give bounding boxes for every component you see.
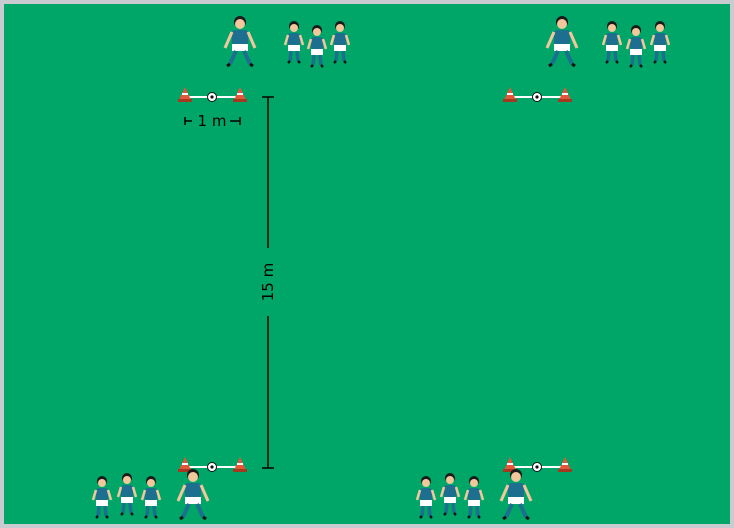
player: [603, 21, 621, 63]
measure-length-label: 15 m: [259, 263, 277, 301]
station-bottom-left: [93, 457, 247, 519]
player: [118, 473, 136, 515]
cone-icon: [558, 87, 572, 102]
player-receiver: [178, 469, 208, 519]
player: [417, 476, 435, 518]
player: [465, 476, 483, 518]
player: [93, 476, 111, 518]
player: [651, 21, 669, 63]
player: [627, 25, 645, 67]
player-receiver: [225, 16, 255, 66]
station-bottom-right: [417, 457, 572, 519]
ball-icon: [208, 463, 217, 472]
player: [285, 21, 303, 63]
measure-length: 15 m: [259, 97, 277, 468]
ball-icon: [533, 93, 542, 102]
cone-icon: [178, 457, 192, 472]
cone-icon: [233, 87, 247, 102]
measure-width-label: 1 m: [198, 112, 227, 130]
player-receiver: [501, 469, 531, 519]
player: [142, 476, 160, 518]
cone-icon: [558, 457, 572, 472]
player: [308, 25, 326, 67]
ball-icon: [208, 93, 217, 102]
player: [441, 473, 459, 515]
cone-icon: [503, 87, 517, 102]
gate-bottom-left: [178, 457, 247, 472]
gate-top-right: [503, 87, 572, 102]
ball-icon: [533, 463, 542, 472]
gate-top-left: [178, 87, 247, 102]
station-top-right: [503, 16, 669, 102]
cone-icon: [233, 457, 247, 472]
player: [331, 21, 349, 63]
cone-icon: [178, 87, 192, 102]
station-top-left: [178, 16, 349, 102]
player-receiver: [547, 16, 577, 66]
measure-width: 1 m: [185, 112, 240, 130]
